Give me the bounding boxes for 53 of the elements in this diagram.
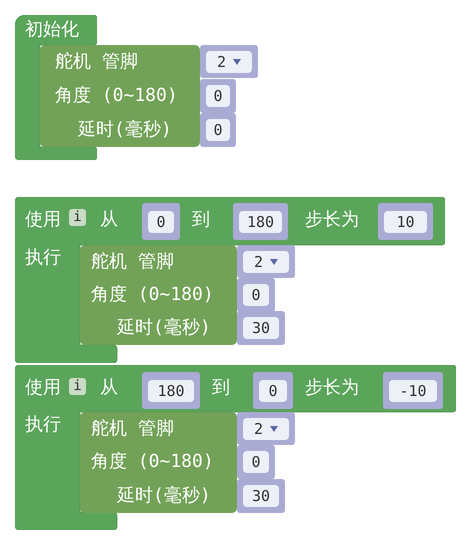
block-label: 角度 (0~180) — [91, 284, 214, 306]
number-field: 180 — [239, 211, 282, 233]
number-field: 0 — [206, 119, 230, 141]
variable-field: i — [69, 209, 86, 226]
block-label: 角度 (0~180) — [55, 85, 178, 107]
number-field: 30 — [243, 485, 279, 507]
block-label: 舵机 管脚 — [91, 418, 174, 440]
block-label: 舵机 管脚 — [55, 51, 138, 73]
block-label: 初始化 — [25, 19, 79, 41]
number-field: 0 — [148, 211, 174, 233]
block-label: 角度 (0~180) — [91, 451, 214, 473]
block-label: 使用 — [25, 209, 61, 231]
value-block — [237, 412, 295, 445]
number-field: 0 — [206, 85, 230, 107]
dropdown-field: 2 — [206, 51, 252, 73]
value-block — [383, 372, 443, 409]
number-field: 180 — [148, 380, 194, 402]
block-label: 延时(毫秒) — [78, 119, 172, 141]
block-label: 步长为 — [305, 209, 359, 231]
value-block — [142, 372, 200, 409]
block-label: 到 — [212, 377, 230, 399]
value-block — [237, 479, 285, 513]
number-field: 0 — [243, 451, 269, 473]
block-label: 从 — [100, 209, 118, 231]
value-block — [200, 113, 236, 147]
block-label: 延时(毫秒) — [117, 317, 211, 339]
block-label: 执行 — [25, 247, 61, 269]
block-label: 延时(毫秒) — [117, 485, 211, 507]
number-field: 30 — [243, 317, 279, 339]
servo-block — [80, 245, 237, 345]
block-label: 从 — [100, 377, 118, 399]
dropdown-field: 2 — [243, 251, 289, 273]
number-field: 0 — [243, 284, 269, 306]
value-block — [200, 45, 258, 78]
number-field: 10 — [384, 211, 427, 233]
servo-block — [80, 412, 237, 513]
number-field: -10 — [389, 380, 437, 402]
block-label: 步长为 — [305, 377, 359, 399]
value-block — [237, 311, 285, 345]
value-block — [253, 372, 293, 409]
number-field: 0 — [259, 380, 287, 402]
dropdown-field: 2 — [243, 418, 289, 440]
block-label: 执行 — [25, 414, 61, 436]
block-label: 舵机 管脚 — [91, 251, 174, 273]
value-block — [233, 203, 288, 240]
value-block — [142, 203, 180, 240]
block-label: 到 — [192, 209, 210, 231]
variable-field: i — [69, 378, 86, 395]
value-block — [378, 203, 433, 240]
servo-block — [40, 45, 200, 147]
block-label: 使用 — [25, 377, 61, 399]
value-block — [237, 245, 295, 278]
value-block — [200, 79, 236, 113]
